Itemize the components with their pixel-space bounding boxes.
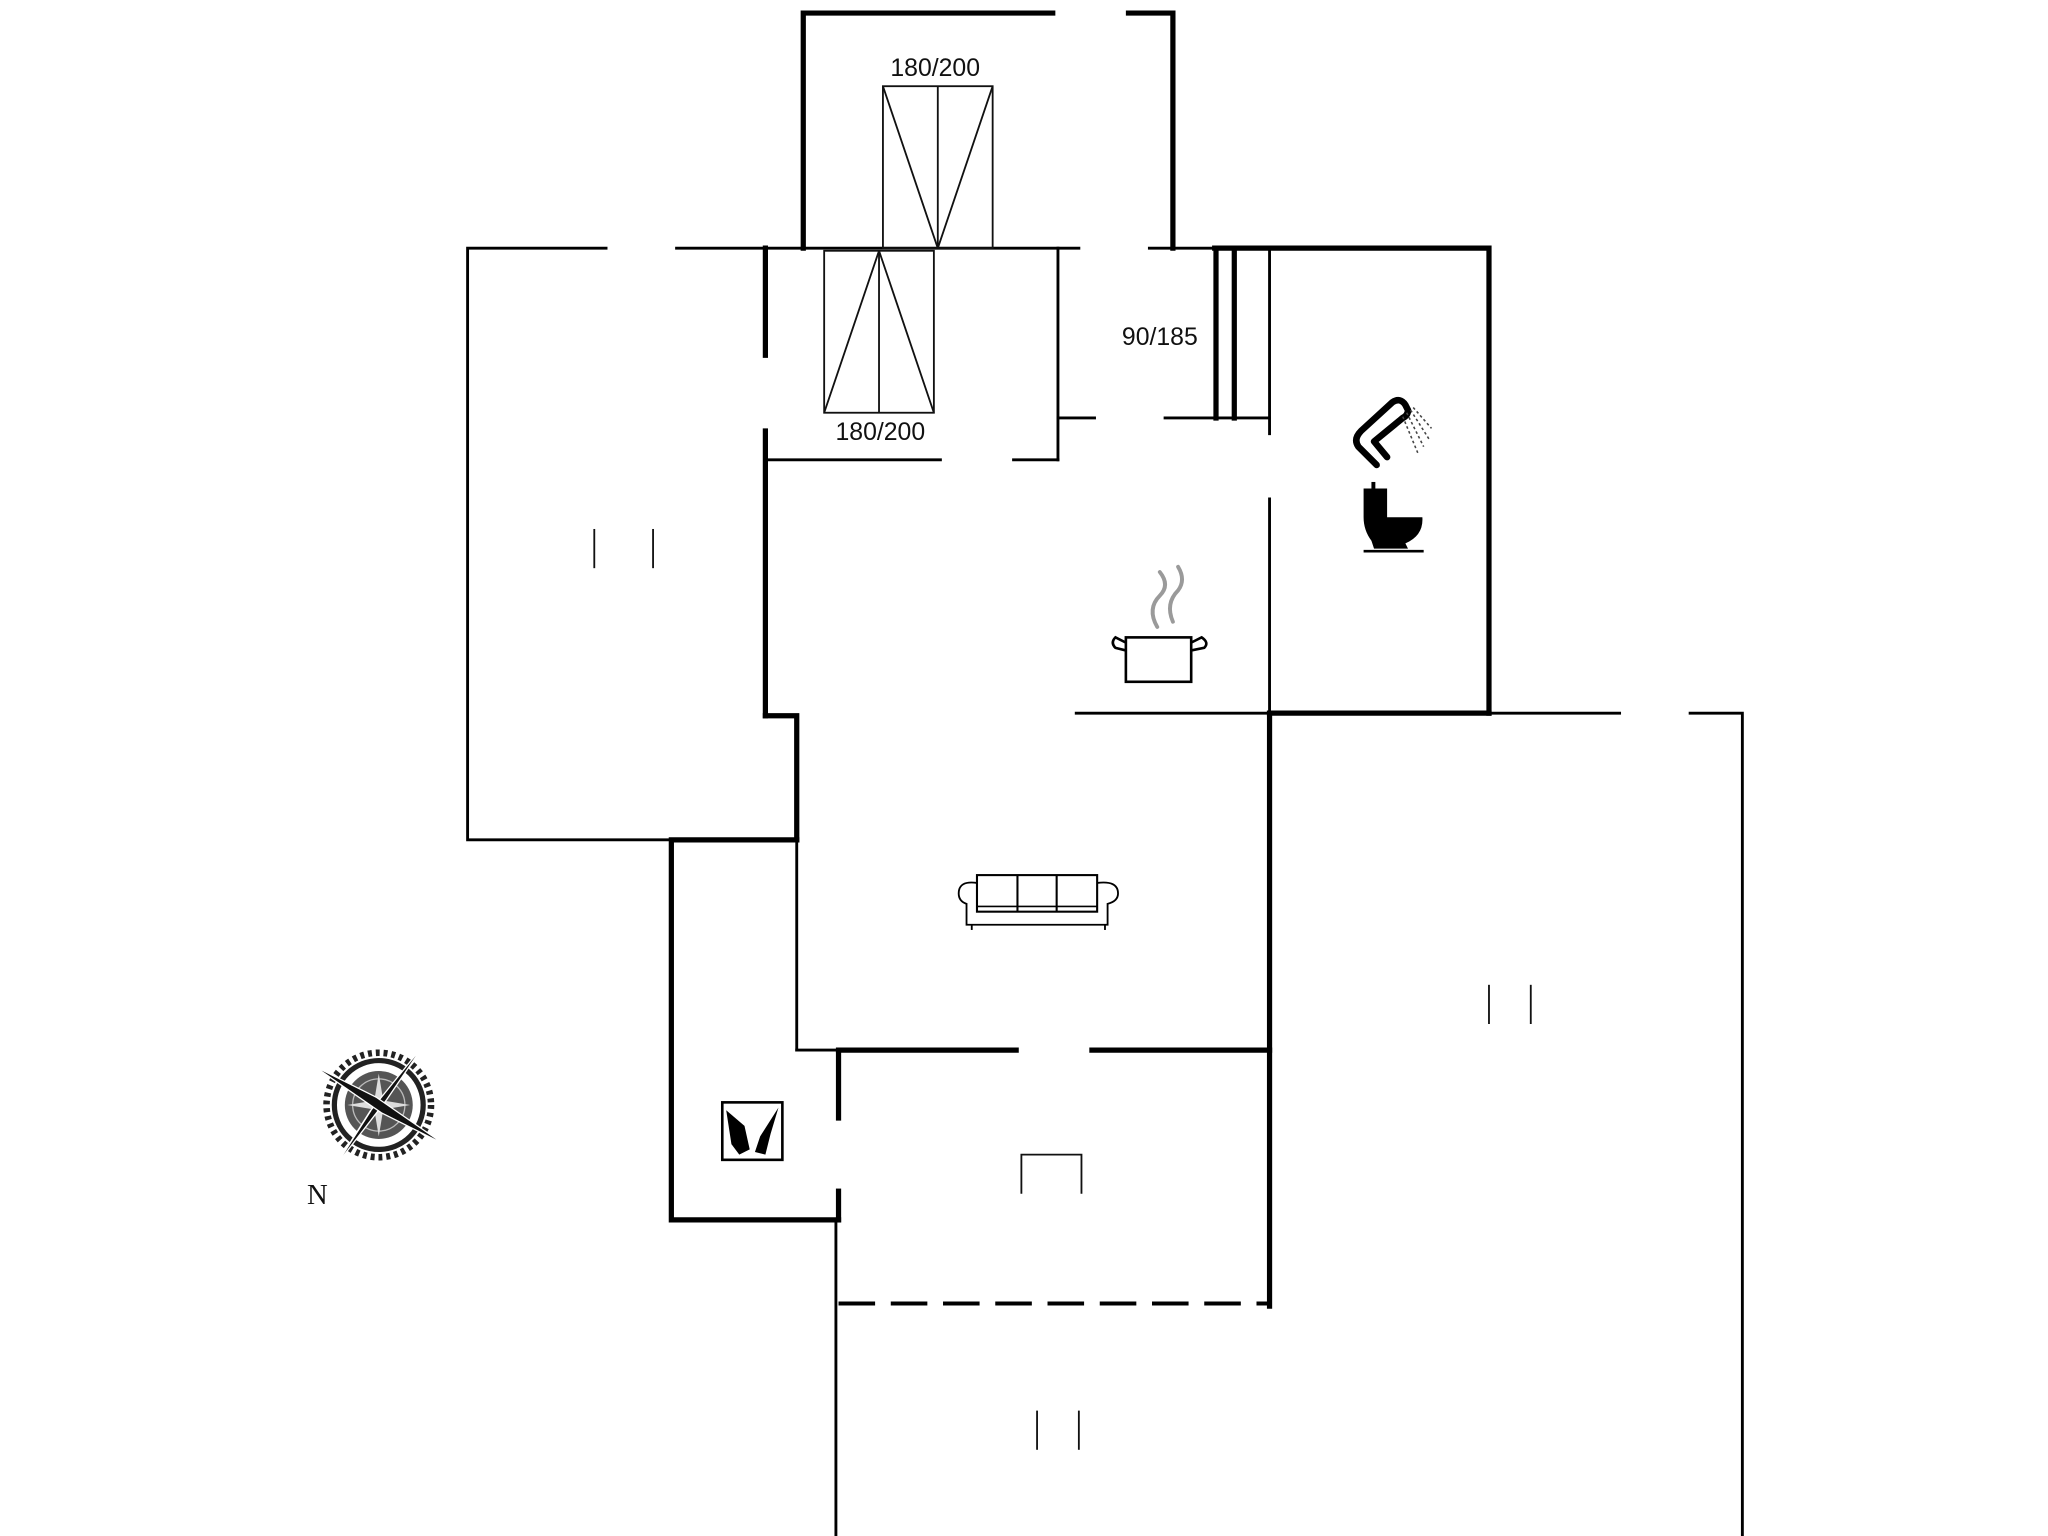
terrace-west (466, 246, 767, 842)
compass-rose-icon (313, 1041, 445, 1169)
bedroom-middle (762, 245, 1096, 719)
sofa-icon (957, 874, 1119, 930)
living-room (795, 710, 1273, 1309)
bed-upper-label: 180/200 (890, 55, 980, 82)
bedroom-north (800, 10, 1176, 251)
bed-bunk: 90/185 (1122, 248, 1271, 421)
shower-icon (1353, 396, 1433, 469)
utility-room (668, 837, 842, 1223)
terrace-east (1487, 711, 1744, 1536)
north-label: N (307, 1179, 328, 1211)
fireplace-icon (720, 1101, 784, 1162)
bathroom (1266, 249, 1492, 716)
table-icon (1020, 1153, 1083, 1194)
upper-wall (763, 245, 1492, 716)
bed-upper: 180/200 (882, 55, 994, 250)
entrance (834, 1218, 1270, 1536)
toilet-icon (1363, 481, 1424, 553)
terrace-south (1036, 1410, 1080, 1450)
cooking-pot-icon (1111, 564, 1208, 684)
bed-lower-label: 180/200 (836, 419, 926, 446)
bed-bunk-label: 90/185 (1122, 324, 1198, 351)
kitchen (762, 711, 1271, 843)
bed-lower: 180/200 (823, 249, 935, 446)
